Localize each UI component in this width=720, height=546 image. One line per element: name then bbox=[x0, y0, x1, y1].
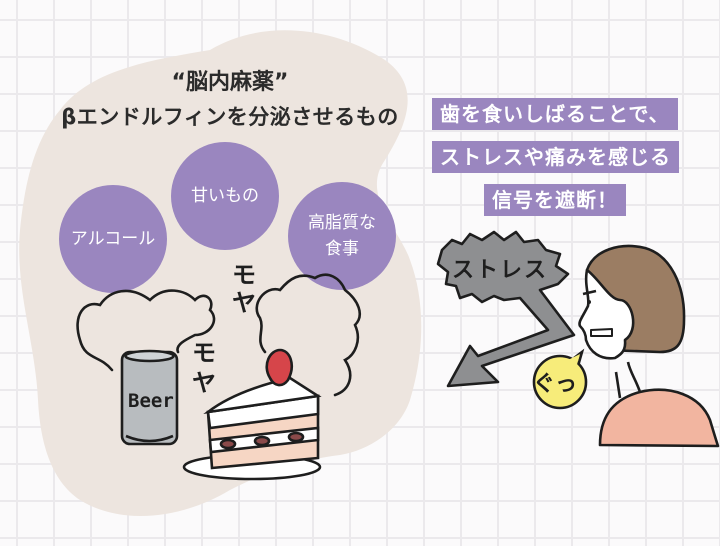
label-alcohol: アルコール bbox=[70, 229, 156, 249]
title-beta-endorphin: βエンドルフィンを分泌させるもの bbox=[61, 105, 399, 129]
circle-high-fat-meal bbox=[288, 182, 396, 290]
stress-arrow-icon bbox=[436, 230, 576, 388]
stress-label: ストレス bbox=[452, 258, 549, 283]
woman-figure bbox=[578, 244, 720, 448]
sfx-ya-1: ヤ bbox=[232, 289, 256, 317]
circle-alcohol bbox=[59, 185, 167, 293]
speech-bubble-icon bbox=[532, 348, 588, 410]
circle-label-alcohol: アルコール bbox=[59, 226, 167, 252]
circle-sweets bbox=[171, 142, 279, 250]
sfx-mo-1: モ bbox=[232, 261, 256, 289]
caption-line-3: 信号を遮断！ bbox=[484, 184, 626, 216]
circle-label-sweets: 甘いもの bbox=[171, 183, 279, 209]
label-sweets: 甘いもの bbox=[191, 186, 259, 206]
speech-bubble-text: ぐっ bbox=[533, 372, 578, 397]
background-blob bbox=[19, 30, 422, 517]
circle-label-high-fat: 高脂質な 食事 bbox=[288, 210, 396, 262]
caption-line-1: 歯を食いしばることで、 bbox=[432, 98, 678, 130]
sfx-ya-2: ヤ bbox=[192, 369, 216, 397]
label-high-fat-line1: 高脂質な bbox=[308, 213, 376, 233]
sfx-mo-2: モ bbox=[192, 339, 216, 367]
smoke-icon bbox=[76, 273, 361, 397]
beer-can-label: Beer bbox=[128, 390, 174, 412]
beer-can-icon bbox=[120, 349, 179, 446]
title-brain-narcotic: “脳内麻薬” bbox=[171, 70, 289, 95]
strawberry-shortcake-icon bbox=[182, 348, 322, 481]
label-high-fat-line2: 食事 bbox=[325, 239, 359, 259]
caption-line-2: ストレスや痛みを感じる bbox=[432, 141, 679, 173]
